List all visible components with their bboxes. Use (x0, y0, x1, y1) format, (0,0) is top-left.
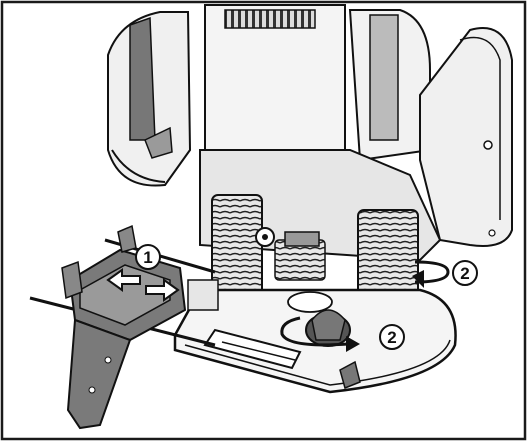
left-handle (107, 11, 192, 187)
lock-lever (144, 126, 173, 159)
callout-1-label: 1 (143, 248, 152, 267)
clamp-knob (305, 309, 351, 347)
rotate-arrow-center (280, 316, 360, 352)
slide-arrows (106, 268, 180, 302)
bit-opening (287, 291, 333, 313)
guide-tab-left (61, 260, 83, 300)
callout-2-right-label: 2 (460, 264, 469, 283)
collet (255, 227, 320, 247)
rotate-arrow-right (412, 260, 450, 288)
vent-top (224, 9, 316, 29)
right-handle (348, 9, 513, 247)
callout-2-center: 2 (379, 324, 405, 350)
callout-2-center-label: 2 (387, 328, 396, 347)
guide-tab-top (117, 224, 137, 253)
callout-1: 1 (135, 244, 161, 270)
callout-2-right: 2 (452, 260, 478, 286)
guide-clamp-block (187, 279, 219, 311)
parallel-guide (29, 224, 219, 430)
guide-fence (66, 318, 132, 430)
